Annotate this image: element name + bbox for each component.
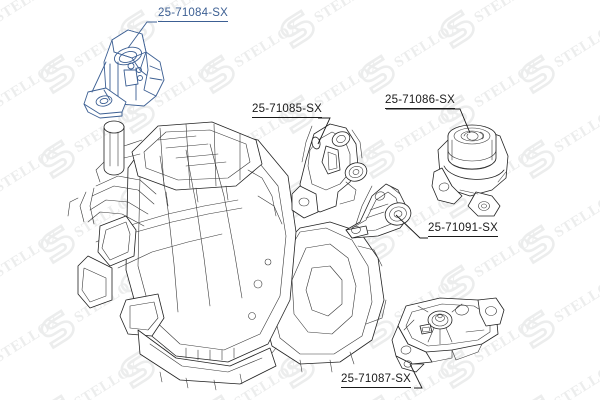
leader-line-25-71086-sx (386, 108, 471, 134)
callout-label-25-71085-sx[interactable]: 25-71085-SX (252, 103, 322, 118)
callout-label-25-71086-sx[interactable]: 25-71086-SX (385, 94, 455, 109)
leader-line-25-71085-sx (317, 117, 331, 145)
callout-label-25-71084-sx[interactable]: 25-71084-SX (158, 7, 228, 22)
callout-label-25-71087-sx[interactable]: 25-71087-SX (341, 373, 411, 388)
leader-line-25-71084-sx (127, 21, 157, 49)
callout-label-25-71091-sx[interactable]: 25-71091-SX (428, 222, 498, 237)
leader-line-25-71091-sx (395, 214, 428, 239)
leader-line-25-71087-sx (409, 363, 423, 389)
